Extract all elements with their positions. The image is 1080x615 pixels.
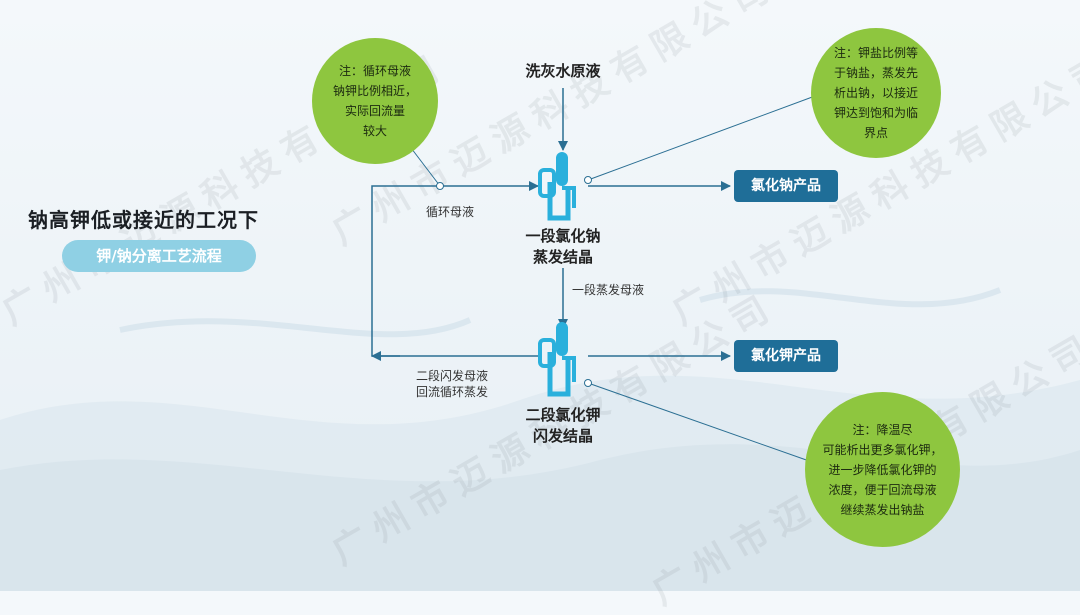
page-title: 钠高钾低或接近的工况下 [28,208,259,232]
note-line: 继续蒸发出钠盐 [840,502,925,517]
note-line: 析出钠，以接近 [833,86,918,100]
recycle-top-label: 循环母液 [425,205,474,219]
feed-label: 洗灰水原液 [525,62,601,80]
note-line: 于钠盐，蒸发先 [833,66,918,80]
note-line: 注：循环母液 [338,64,411,78]
crystallizer-icon [538,322,576,397]
stage1-label: 一段氯化钠 蒸发结晶 [505,226,621,268]
mid-liquor-label: 一段蒸发母液 [571,283,644,297]
note-line: 实际回流量 [344,104,405,118]
recycle-bottom-label: 二段闪发母液 回流循环蒸发 [404,368,500,400]
stage2-label-line1: 二段氯化钾 [525,406,601,424]
note-line: 注：钾盐比例等 [833,46,918,60]
note-bottom-right: 注：降温尽 可能析出更多氯化钾， 进一步降低氯化钾的 浓度，便于回流母液 继续蒸… [805,392,960,547]
note-line: 浓度，便于回流母液 [828,482,937,497]
stage2-label: 二段氯化钾 闪发结晶 [505,405,621,447]
note-line: 界点 [863,126,888,140]
flow-diagram [371,88,816,463]
note-line: 钾达到饱和为临 [833,106,918,120]
stage1-label-line2: 蒸发结晶 [532,248,593,266]
evaporator-icon [538,152,576,221]
note-line: 注：降温尽 [852,422,913,437]
note-top-right: 注：钾盐比例等 于钠盐，蒸发先 析出钠，以接近 钾达到饱和为临 界点 [811,28,941,158]
recycle-bottom-line2: 回流循环蒸发 [415,385,488,399]
note-pointer-bottom-right [587,382,813,463]
recycle-loop [371,181,539,357]
process-subtitle-pill: 钾/钠分离工艺流程 [62,240,256,272]
note-line: 较大 [362,124,387,138]
kcl-product-box: 氯化钾产品 [734,340,838,372]
note-line: 可能析出更多氯化钾， [822,442,943,457]
recycle-bottom-line1: 二段闪发母液 [415,369,488,383]
note-line: 钠钾比例相近， [332,84,417,98]
note-line: 进一步降低氯化钾的 [828,462,937,477]
stage1-label-line1: 一段氯化钠 [525,227,601,245]
stage2-label-line2: 闪发结晶 [532,427,593,445]
nacl-product-box: 氯化钠产品 [734,170,838,202]
note-pointer-top-right [587,95,816,181]
note-top-left: 注：循环母液 钠钾比例相近， 实际回流量 较大 [312,38,438,164]
